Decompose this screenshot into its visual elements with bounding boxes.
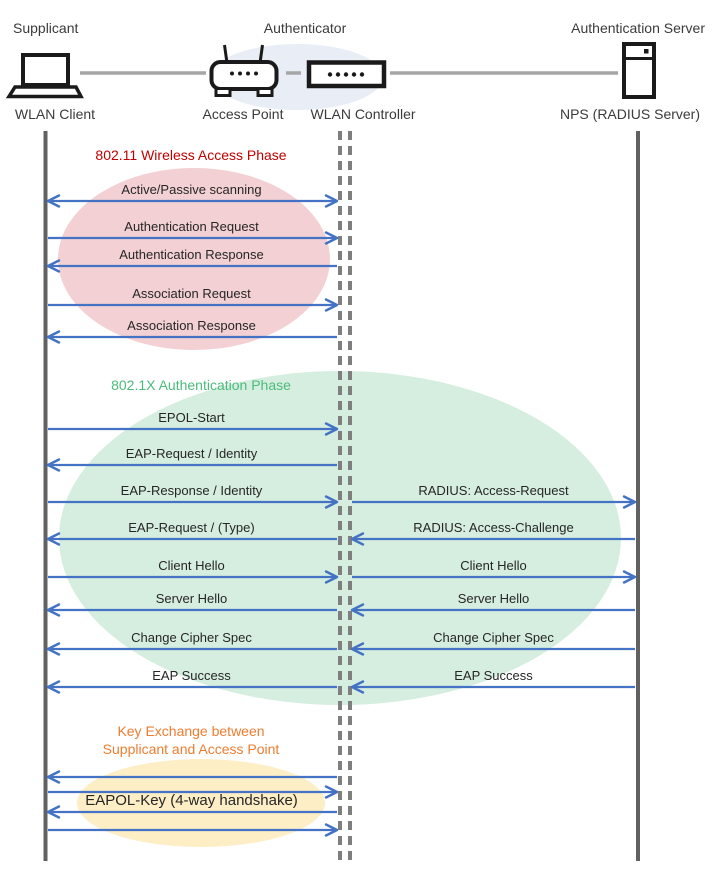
message-label: EAP Success [152, 668, 231, 683]
message-arrow [46, 642, 337, 656]
message-arrow [350, 603, 635, 617]
message-arrow [46, 330, 337, 344]
phase-key-exchange-title-line2: Supplicant and Access Point [102, 741, 280, 757]
message-arrows [46, 194, 637, 837]
message-label: EAPOL-Key (4-way handshake) [85, 792, 298, 809]
message-arrow [48, 570, 339, 584]
message-arrow [46, 259, 337, 273]
message-arrow [352, 570, 637, 584]
message-label: Server Hello [155, 591, 228, 606]
message-arrow [46, 680, 337, 694]
message-label: EAP-Request / Identity [125, 446, 258, 461]
message-arrow [352, 495, 637, 509]
message-label: Change Cipher Spec [433, 630, 554, 645]
message-arrow [46, 805, 337, 819]
phase-8021x-title: 802.1X Authentication Phase [111, 377, 291, 393]
device-label-wlan-controller: WLAN Controller [310, 106, 416, 122]
message-arrow [48, 823, 339, 837]
message-arrow [46, 194, 339, 208]
message-label: Server Hello [457, 591, 530, 606]
message-arrow [46, 532, 337, 546]
message-arrow [46, 603, 337, 617]
access-point-icon [209, 44, 279, 97]
message-label: Authentication Request [124, 219, 259, 234]
message-arrow [46, 458, 337, 472]
message-label: Change Cipher Spec [131, 630, 252, 645]
phase-key-exchange-ellipse [77, 759, 325, 847]
message-label: Authentication Response [119, 247, 264, 262]
device-label-wlan-client: WLAN Client [14, 106, 96, 122]
message-arrow [350, 642, 635, 656]
phase-key-exchange-title-line1: Key Exchange between [117, 723, 265, 739]
message-label: RADIUS: Access-Challenge [413, 520, 574, 535]
message-arrow [350, 680, 635, 694]
message-label: Association Request [132, 286, 251, 301]
phase-80211-title: 802.11 Wireless Access Phase [95, 147, 287, 163]
role-authentication-server: Authentication Server [571, 20, 705, 36]
message-label: Active/Passive scanning [121, 182, 262, 197]
wlan-controller-icon [306, 60, 387, 89]
message-arrow [48, 785, 339, 799]
device-label-access-point: Access Point [202, 106, 284, 122]
message-label: Client Hello [460, 558, 527, 573]
server-icon [622, 42, 656, 99]
message-label: Association Response [127, 318, 256, 333]
message-label: EAP-Request / (Type) [128, 520, 255, 535]
message-label: EPOL-Start [158, 410, 225, 425]
message-arrow [48, 231, 339, 245]
message-arrow [48, 298, 339, 312]
message-label: RADIUS: Access-Request [418, 483, 569, 498]
message-label: EAP Success [454, 668, 533, 683]
laptop-icon [5, 53, 84, 99]
role-authenticator: Authenticator [263, 20, 347, 36]
message-arrow [350, 532, 635, 546]
message-arrow [46, 770, 337, 784]
message-label: Client Hello [158, 558, 225, 573]
device-label-nps: NPS (RADIUS Server) [559, 106, 701, 122]
message-label: EAP-Response / Identity [120, 483, 263, 498]
role-supplicant: Supplicant [13, 20, 79, 36]
message-arrow [48, 495, 339, 509]
message-arrow [48, 422, 339, 436]
